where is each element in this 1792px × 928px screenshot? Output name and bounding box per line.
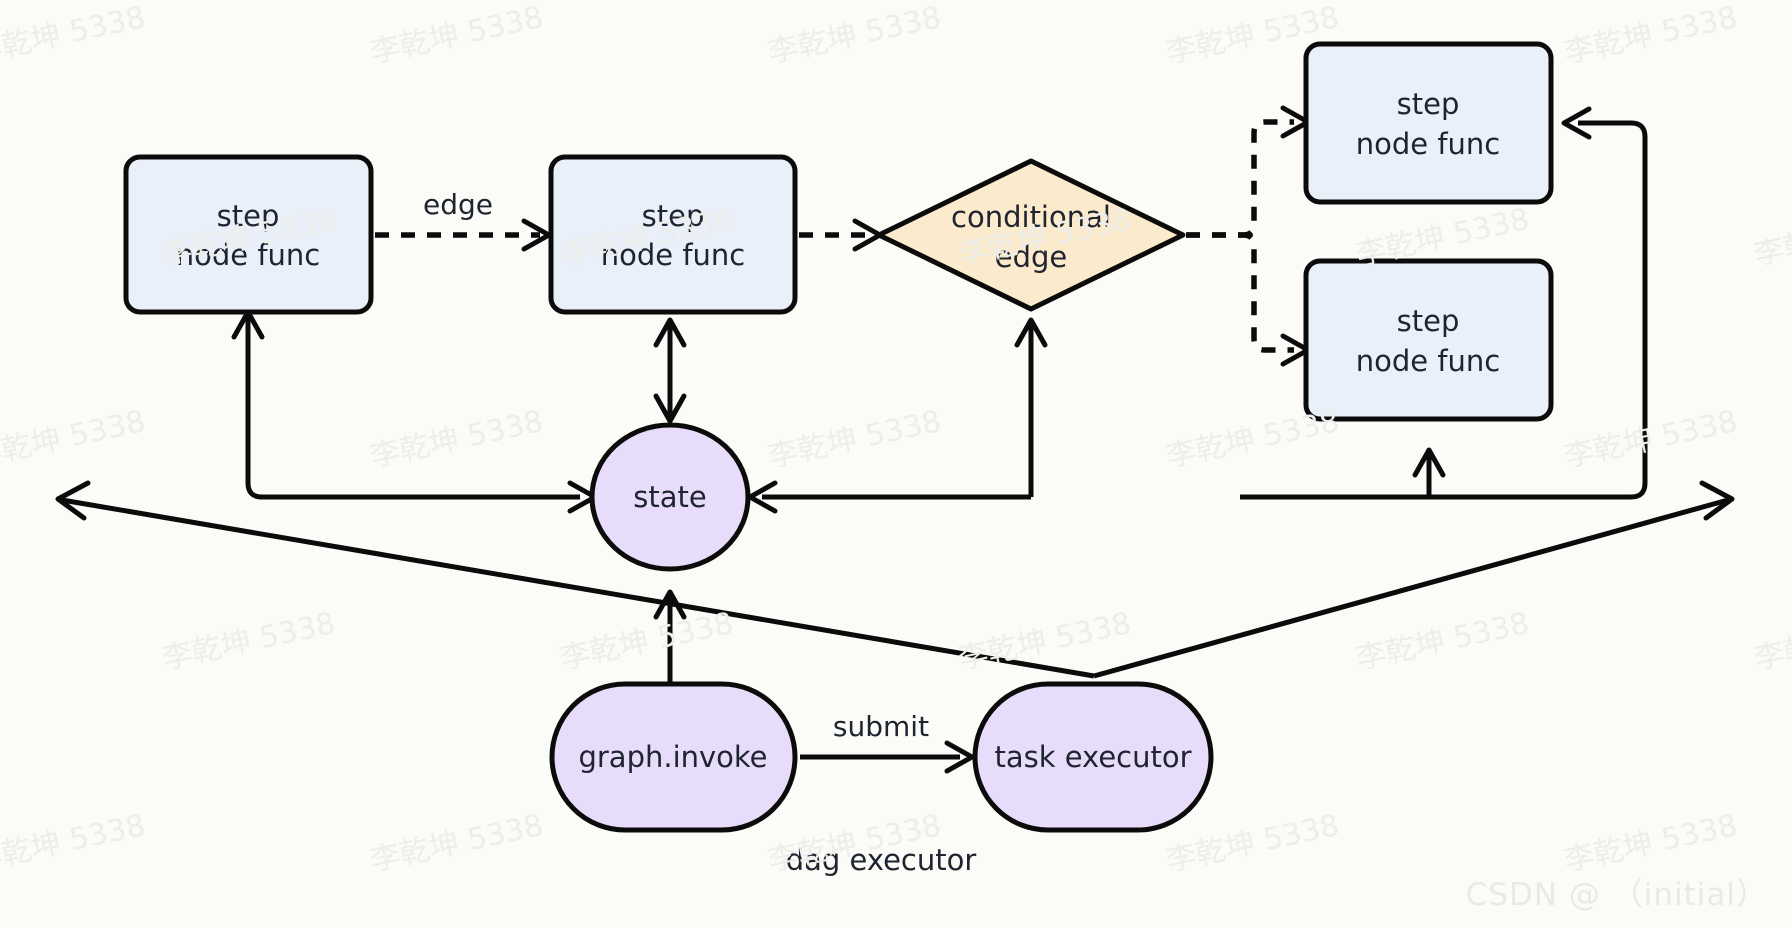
edge-task-to-right-boundary (1093, 480, 1735, 679)
csdn-watermark: CSDN @ （initial） (1465, 877, 1768, 913)
node-step4-line1: step (1397, 304, 1460, 338)
edge-step3-feedback-loop (1561, 106, 1648, 500)
node-step2-line1: step (642, 199, 705, 233)
node-state[interactable]: state (589, 422, 751, 572)
node-graph-invoke[interactable]: graph.invoke (549, 681, 798, 833)
node-task-executor-label: task executor (994, 740, 1191, 774)
caption-dag-executor: dag executor (786, 843, 977, 877)
node-step1[interactable]: step node func (123, 154, 374, 315)
edge-step2-state-bidirectional (653, 317, 687, 424)
edge-conditional-to-step4 (1186, 232, 1311, 367)
node-step3-line1: step (1397, 87, 1460, 121)
node-step1-line2: node func (176, 238, 321, 272)
edge-step1-to-step2 (375, 218, 552, 252)
edge-label-edge: edge (423, 188, 493, 221)
node-step4-line2: node func (1356, 344, 1501, 378)
node-conditional-line2: edge (995, 240, 1068, 274)
edge-task-to-left-boundary (55, 480, 1095, 679)
node-graph-invoke-label: graph.invoke (578, 740, 767, 774)
node-state-label: state (633, 480, 706, 514)
node-step2[interactable]: step node func (548, 154, 798, 315)
edge-state-to-step1 (231, 309, 598, 514)
node-step4[interactable]: step node func (1303, 258, 1554, 422)
node-step2-line2: node func (601, 238, 746, 272)
node-task-executor[interactable]: task executor (972, 681, 1214, 833)
edge-label-submit: submit (833, 710, 929, 743)
edge-state-to-step4 (1240, 447, 1446, 500)
edge-conditional-to-step3 (1186, 105, 1311, 238)
node-conditional-edge[interactable]: conditional edge (876, 158, 1186, 312)
edge-invoke-to-state (653, 589, 687, 684)
edge-invoke-to-task (800, 740, 975, 774)
node-conditional-line1: conditional (951, 200, 1111, 234)
node-step3-line2: node func (1356, 127, 1501, 161)
edge-step2-to-conditional (799, 218, 883, 252)
node-step3[interactable]: step node func (1303, 41, 1554, 205)
node-step1-line1: step (217, 199, 280, 233)
edge-conditional-to-state (747, 317, 1048, 514)
